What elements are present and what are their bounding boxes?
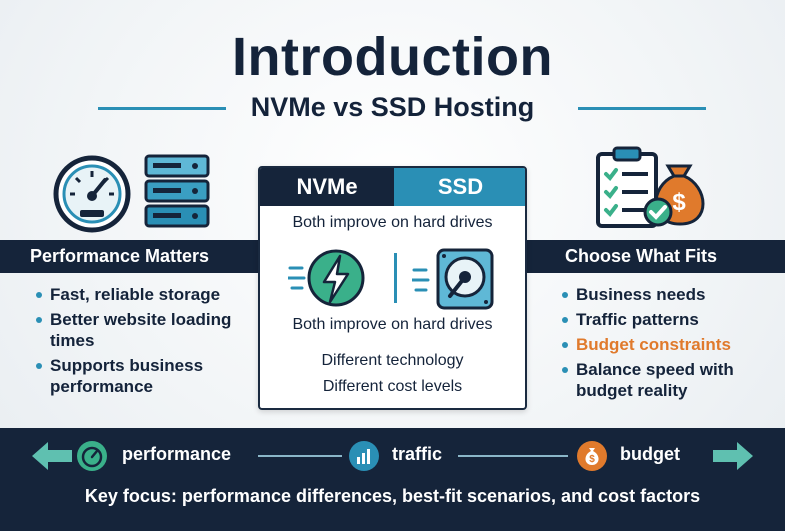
list-item-highlight: Budget constraints [560,334,782,355]
performance-matters-heading: Performance Matters [0,240,258,273]
card-line-middle: Both improve on hard drives [292,316,493,333]
arrow-right-icon [713,442,753,470]
hard-drive-icon [412,248,494,310]
list-item: Supports business performance [34,355,256,397]
comparison-card: NVMe SSD Both improve on hard drives [258,166,527,410]
page-title: Introduction [232,27,553,87]
flow-label-performance: performance [122,444,232,464]
page-subtitle: NVMe vs SSD Hosting [250,92,535,122]
flow-label-budget: budget [620,444,680,464]
checklist-icon [596,146,658,228]
list-item: Better website loading times [34,309,256,351]
bottom-bar: performance traffic $ budget Key focus: … [0,428,785,531]
subtitle-row: NVMe vs SSD Hosting [0,92,785,124]
lightning-icon [288,249,365,307]
gauge-icon [77,441,107,471]
flow-connector [458,455,568,457]
svg-text:$: $ [672,189,686,216]
arrow-left-icon [32,442,72,470]
list-item: Business needs [560,284,782,305]
subtitle-rule-right [578,107,706,110]
performance-list: Fast, reliable storage Better website lo… [34,284,256,401]
ssd-tab: SSD [394,168,525,206]
subtitle-rule-left [98,107,226,110]
server-icon [144,154,210,228]
card-header: NVMe SSD [260,168,525,206]
money-bag-small-icon: $ [577,441,607,471]
bar-chart-icon [349,441,379,471]
svg-text:$: $ [589,454,595,465]
list-item: Fast, reliable storage [34,284,256,305]
card-line-technology: Different technology [321,352,464,369]
list-item: Balance speed with budget reality [560,359,782,401]
card-line-top: Both improve on hard drives [292,214,493,231]
choose-what-fits-heading: Choose What Fits [527,240,785,273]
money-bag-icon: $ [643,164,705,227]
speedometer-icon [53,155,131,233]
choose-list: Business needs Traffic patterns Budget c… [560,284,782,405]
flow-label-traffic: traffic [392,444,443,464]
key-focus-text: Key focus: performance differences, best… [84,486,701,506]
list-item: Traffic patterns [560,309,782,330]
nvme-tab: NVMe [260,168,394,206]
flow-connector [258,455,342,457]
card-line-cost: Different cost levels [322,378,463,395]
card-divider [394,253,397,303]
